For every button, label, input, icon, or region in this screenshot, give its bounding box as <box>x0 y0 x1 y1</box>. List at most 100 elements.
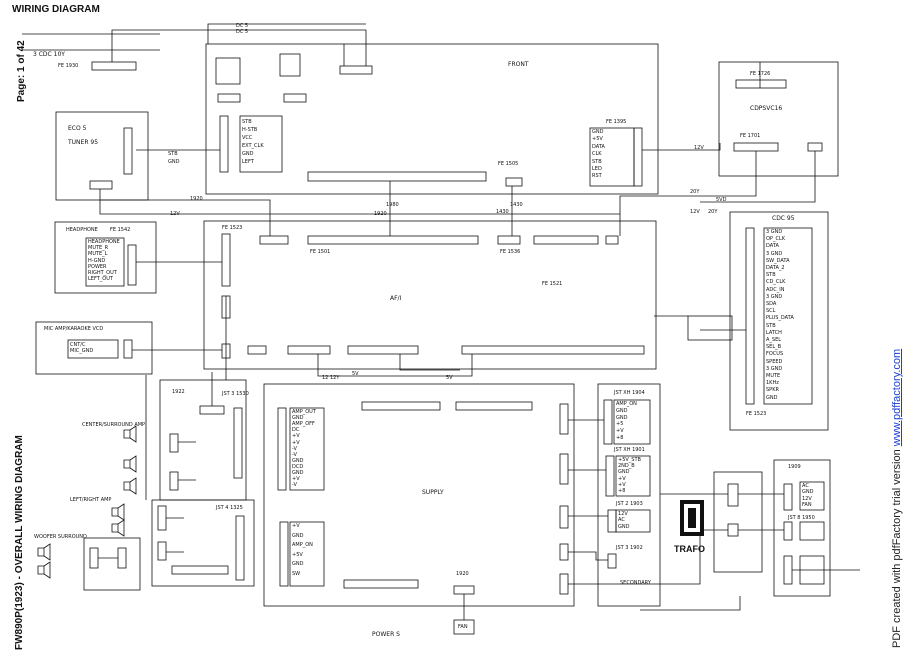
connector-label: FE 1701 <box>740 133 761 139</box>
page-number: Page: 1 of 42 <box>16 40 27 102</box>
connector-label: FE 1930 <box>58 63 79 69</box>
wire <box>640 596 741 611</box>
pin-label: +V <box>292 523 300 529</box>
connector-strip <box>169 471 179 491</box>
connector-strip <box>277 407 287 491</box>
aifi-label: AF/I <box>390 295 402 302</box>
connector-strip <box>783 555 793 585</box>
connector-strip <box>259 235 289 245</box>
pin-label: SCL <box>766 308 776 315</box>
pin-label: GND <box>242 151 254 157</box>
wire <box>568 551 608 561</box>
center-amp-label: CENTER/SURROUND AMP <box>82 422 146 428</box>
supply-label: SUPPLY <box>422 489 444 496</box>
connector-strip <box>233 407 243 479</box>
pin-label: GND <box>616 407 628 414</box>
connector-label: JST 3 1902 <box>616 545 643 551</box>
pin-label: RIGHT_OUT <box>88 270 117 276</box>
pinlabel-box <box>799 521 825 541</box>
pin-label: GND <box>618 523 630 530</box>
watermark-link[interactable]: www.pdffactory.com <box>891 348 903 447</box>
pin-label: +V <box>618 475 626 482</box>
connector-strip <box>497 235 521 245</box>
connector-label: FE 1726 <box>750 71 771 77</box>
connector-label: JST 3 1530 <box>222 391 249 397</box>
connector-strip <box>605 235 619 245</box>
wire-label: 1920 <box>190 196 203 202</box>
connector-strip <box>733 142 779 152</box>
pin-label: GND <box>292 470 304 476</box>
pin-label: LEFT <box>242 159 254 165</box>
wire <box>642 143 721 151</box>
fan-label: FAN <box>458 624 468 630</box>
headphone-module-box <box>54 221 157 294</box>
connector-label: 1909 <box>788 464 801 470</box>
connector-label: JST XH 1901 <box>614 447 645 453</box>
wire-label: 5VD <box>716 197 727 203</box>
connector-strip <box>339 65 373 75</box>
trafo-label: TRAFO <box>674 544 705 554</box>
power-label: POWER S <box>372 631 400 638</box>
front-label: FRONT <box>508 61 529 68</box>
connector-strip <box>157 541 167 561</box>
connector-strip <box>505 177 523 187</box>
pin-label: +8 <box>616 435 624 441</box>
connector-label: JST 8 1950 <box>788 515 815 521</box>
connector-strip <box>603 399 613 445</box>
speaker-icon <box>111 503 125 521</box>
connector-strip <box>283 93 307 103</box>
wire-label: 12V <box>170 211 180 217</box>
connector-strip <box>199 405 225 415</box>
speaker-icon <box>123 425 137 443</box>
wire <box>700 151 816 203</box>
pin-label: CNT/C <box>70 342 86 348</box>
pin-label: AMP_ON <box>292 542 313 549</box>
connector-strip <box>221 233 231 287</box>
connector-strip <box>343 579 419 589</box>
wire <box>99 200 621 236</box>
connector-strip <box>605 455 615 497</box>
pin-label: SW <box>292 571 301 577</box>
pin-label: +V <box>618 481 626 488</box>
wire-label: 1430 <box>510 202 523 208</box>
pin-label: GND <box>292 415 304 422</box>
pin-label: GND <box>292 457 304 464</box>
connector-label: FE 1523 <box>746 411 767 417</box>
pin-label: DATA <box>766 243 779 250</box>
pin-label: GND <box>592 129 604 135</box>
wire-label: DC 5 <box>236 29 249 35</box>
pinlabel-box <box>615 455 651 497</box>
connector-strip <box>453 585 475 595</box>
pinlabel-box <box>613 399 651 445</box>
page-title: WIRING DIAGRAM <box>12 4 100 15</box>
mic-label: MIC AMP/KARAOKE VCD <box>44 326 104 332</box>
pin-label: +V <box>292 433 300 440</box>
connector-strip <box>89 547 99 569</box>
pin-label: STB <box>766 322 776 329</box>
connector-strip <box>727 483 739 507</box>
pin-label: AC <box>802 483 809 489</box>
wire <box>111 29 367 66</box>
connector-strip <box>633 127 643 187</box>
eco5-label: ECO 5 <box>68 125 87 132</box>
connector-strip <box>807 142 823 152</box>
connector-strip <box>783 483 793 511</box>
connector-label: FE 1521 <box>542 281 563 287</box>
wire-label: DC 5 <box>236 23 249 29</box>
pin-label: VCC <box>242 135 253 141</box>
pin-label: GND <box>292 561 304 568</box>
trafo-winding <box>688 508 696 528</box>
connector-strip <box>461 345 645 355</box>
pin-label: GND <box>766 394 778 401</box>
pin-label: 1KHz <box>766 380 779 387</box>
pin-label: SW_DATA <box>766 257 790 264</box>
pin-label: 2ND_B <box>618 463 635 470</box>
pin-label: AMP_OUT <box>292 409 316 415</box>
connector-label: JST 2 1903 <box>616 501 643 507</box>
pin-label: RST <box>592 173 602 180</box>
pin-label: -V <box>292 482 297 489</box>
pin-label: SPKR <box>766 387 779 394</box>
pin-label: 3 GND <box>766 250 783 257</box>
pinlabel-box <box>289 407 325 491</box>
